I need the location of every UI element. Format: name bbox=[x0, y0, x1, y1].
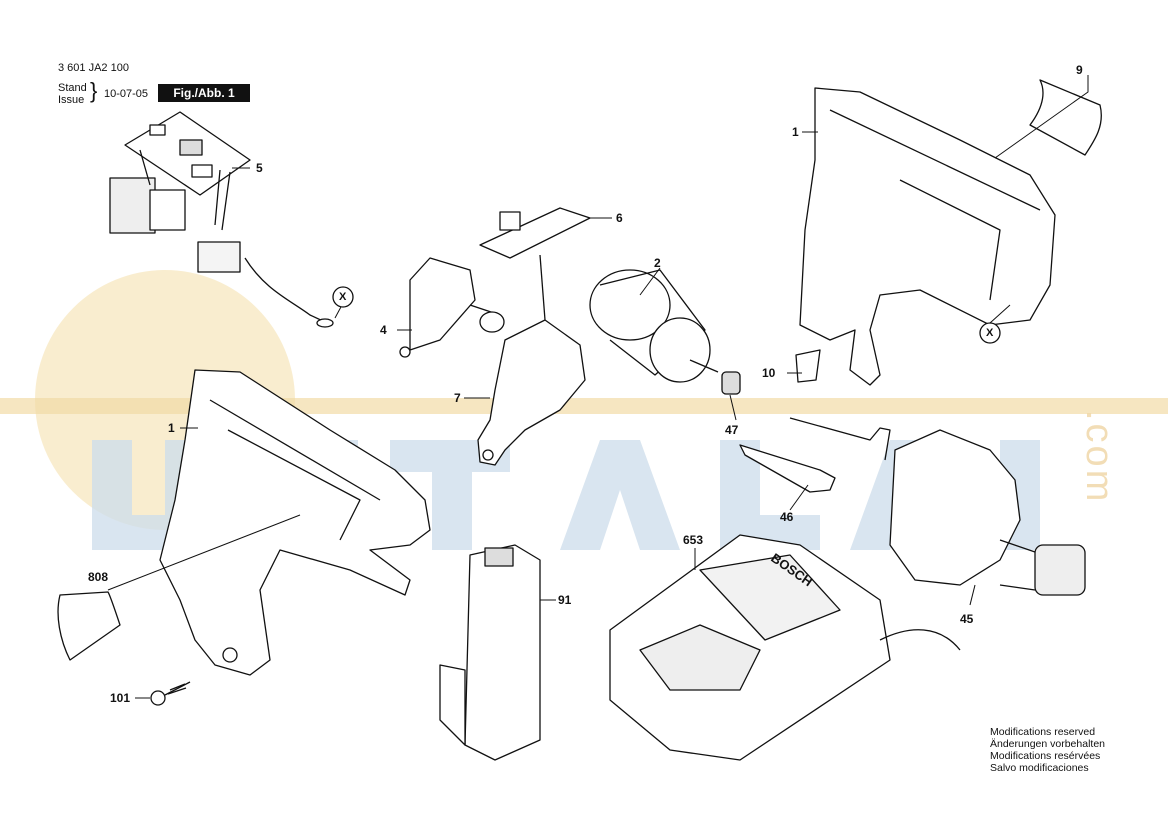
callout-6: 6 bbox=[616, 211, 623, 225]
callout-7: 7 bbox=[454, 391, 461, 405]
callout-1-right: 1 bbox=[792, 125, 799, 139]
part-2-motor bbox=[589, 269, 719, 383]
part-6-switch-plate bbox=[479, 207, 591, 321]
callout-10: 10 bbox=[762, 366, 776, 380]
note-line: Modifications resérvées bbox=[990, 750, 1101, 762]
callout-2: 2 bbox=[654, 256, 661, 270]
part-808-label bbox=[57, 591, 121, 661]
part-45-gearbox bbox=[889, 429, 1086, 596]
part-5-circuit-board bbox=[109, 111, 334, 328]
leader-lines bbox=[107, 75, 1089, 699]
callout-x-a: X bbox=[339, 291, 347, 303]
callout-5: 5 bbox=[256, 161, 263, 175]
callout-x-b: X bbox=[986, 327, 994, 339]
callout-808: 808 bbox=[88, 570, 109, 584]
callout-1-left: 1 bbox=[168, 421, 175, 435]
part-1-housing-left bbox=[159, 369, 431, 676]
callout-4: 4 bbox=[380, 323, 387, 337]
issue-label: Issue bbox=[58, 94, 85, 106]
callout-91: 91 bbox=[558, 593, 572, 607]
stand-label: Stand bbox=[58, 82, 87, 94]
callout-x-circle-a bbox=[332, 286, 354, 308]
callout-47: 47 bbox=[725, 423, 739, 437]
callout-9: 9 bbox=[1076, 63, 1083, 77]
figure-badge: Fig./Abb. 1 bbox=[158, 84, 250, 102]
part-653-charger bbox=[609, 534, 961, 761]
part-91-battery bbox=[439, 544, 541, 761]
callout-46: 46 bbox=[780, 510, 794, 524]
part-46-lever bbox=[739, 417, 891, 493]
modifications-notes: Modifications reserved Änderungen vorbeh… bbox=[990, 726, 1105, 774]
issue-date: 10-07-05 bbox=[104, 88, 149, 100]
callout-653: 653 bbox=[683, 533, 704, 547]
note-line: Salvo modificaciones bbox=[990, 762, 1089, 774]
callout-x-circle-b bbox=[979, 322, 1001, 344]
part-9-label bbox=[1029, 79, 1102, 156]
note-line: Modifications reserved bbox=[990, 726, 1096, 738]
watermark-suffix: .com bbox=[1078, 410, 1120, 505]
callout-45: 45 bbox=[960, 612, 974, 626]
callout-101: 101 bbox=[110, 691, 131, 705]
part-number: 3 601 JA2 100 bbox=[58, 62, 129, 74]
part-7-bracket bbox=[477, 319, 586, 466]
brace-glyph: } bbox=[90, 78, 98, 103]
part-47-pinion bbox=[721, 371, 741, 395]
note-line: Änderungen vorbehalten bbox=[990, 738, 1106, 750]
part-1-housing-right bbox=[795, 87, 1056, 386]
part-4-switch bbox=[399, 257, 505, 358]
part-101-screw bbox=[150, 681, 191, 706]
